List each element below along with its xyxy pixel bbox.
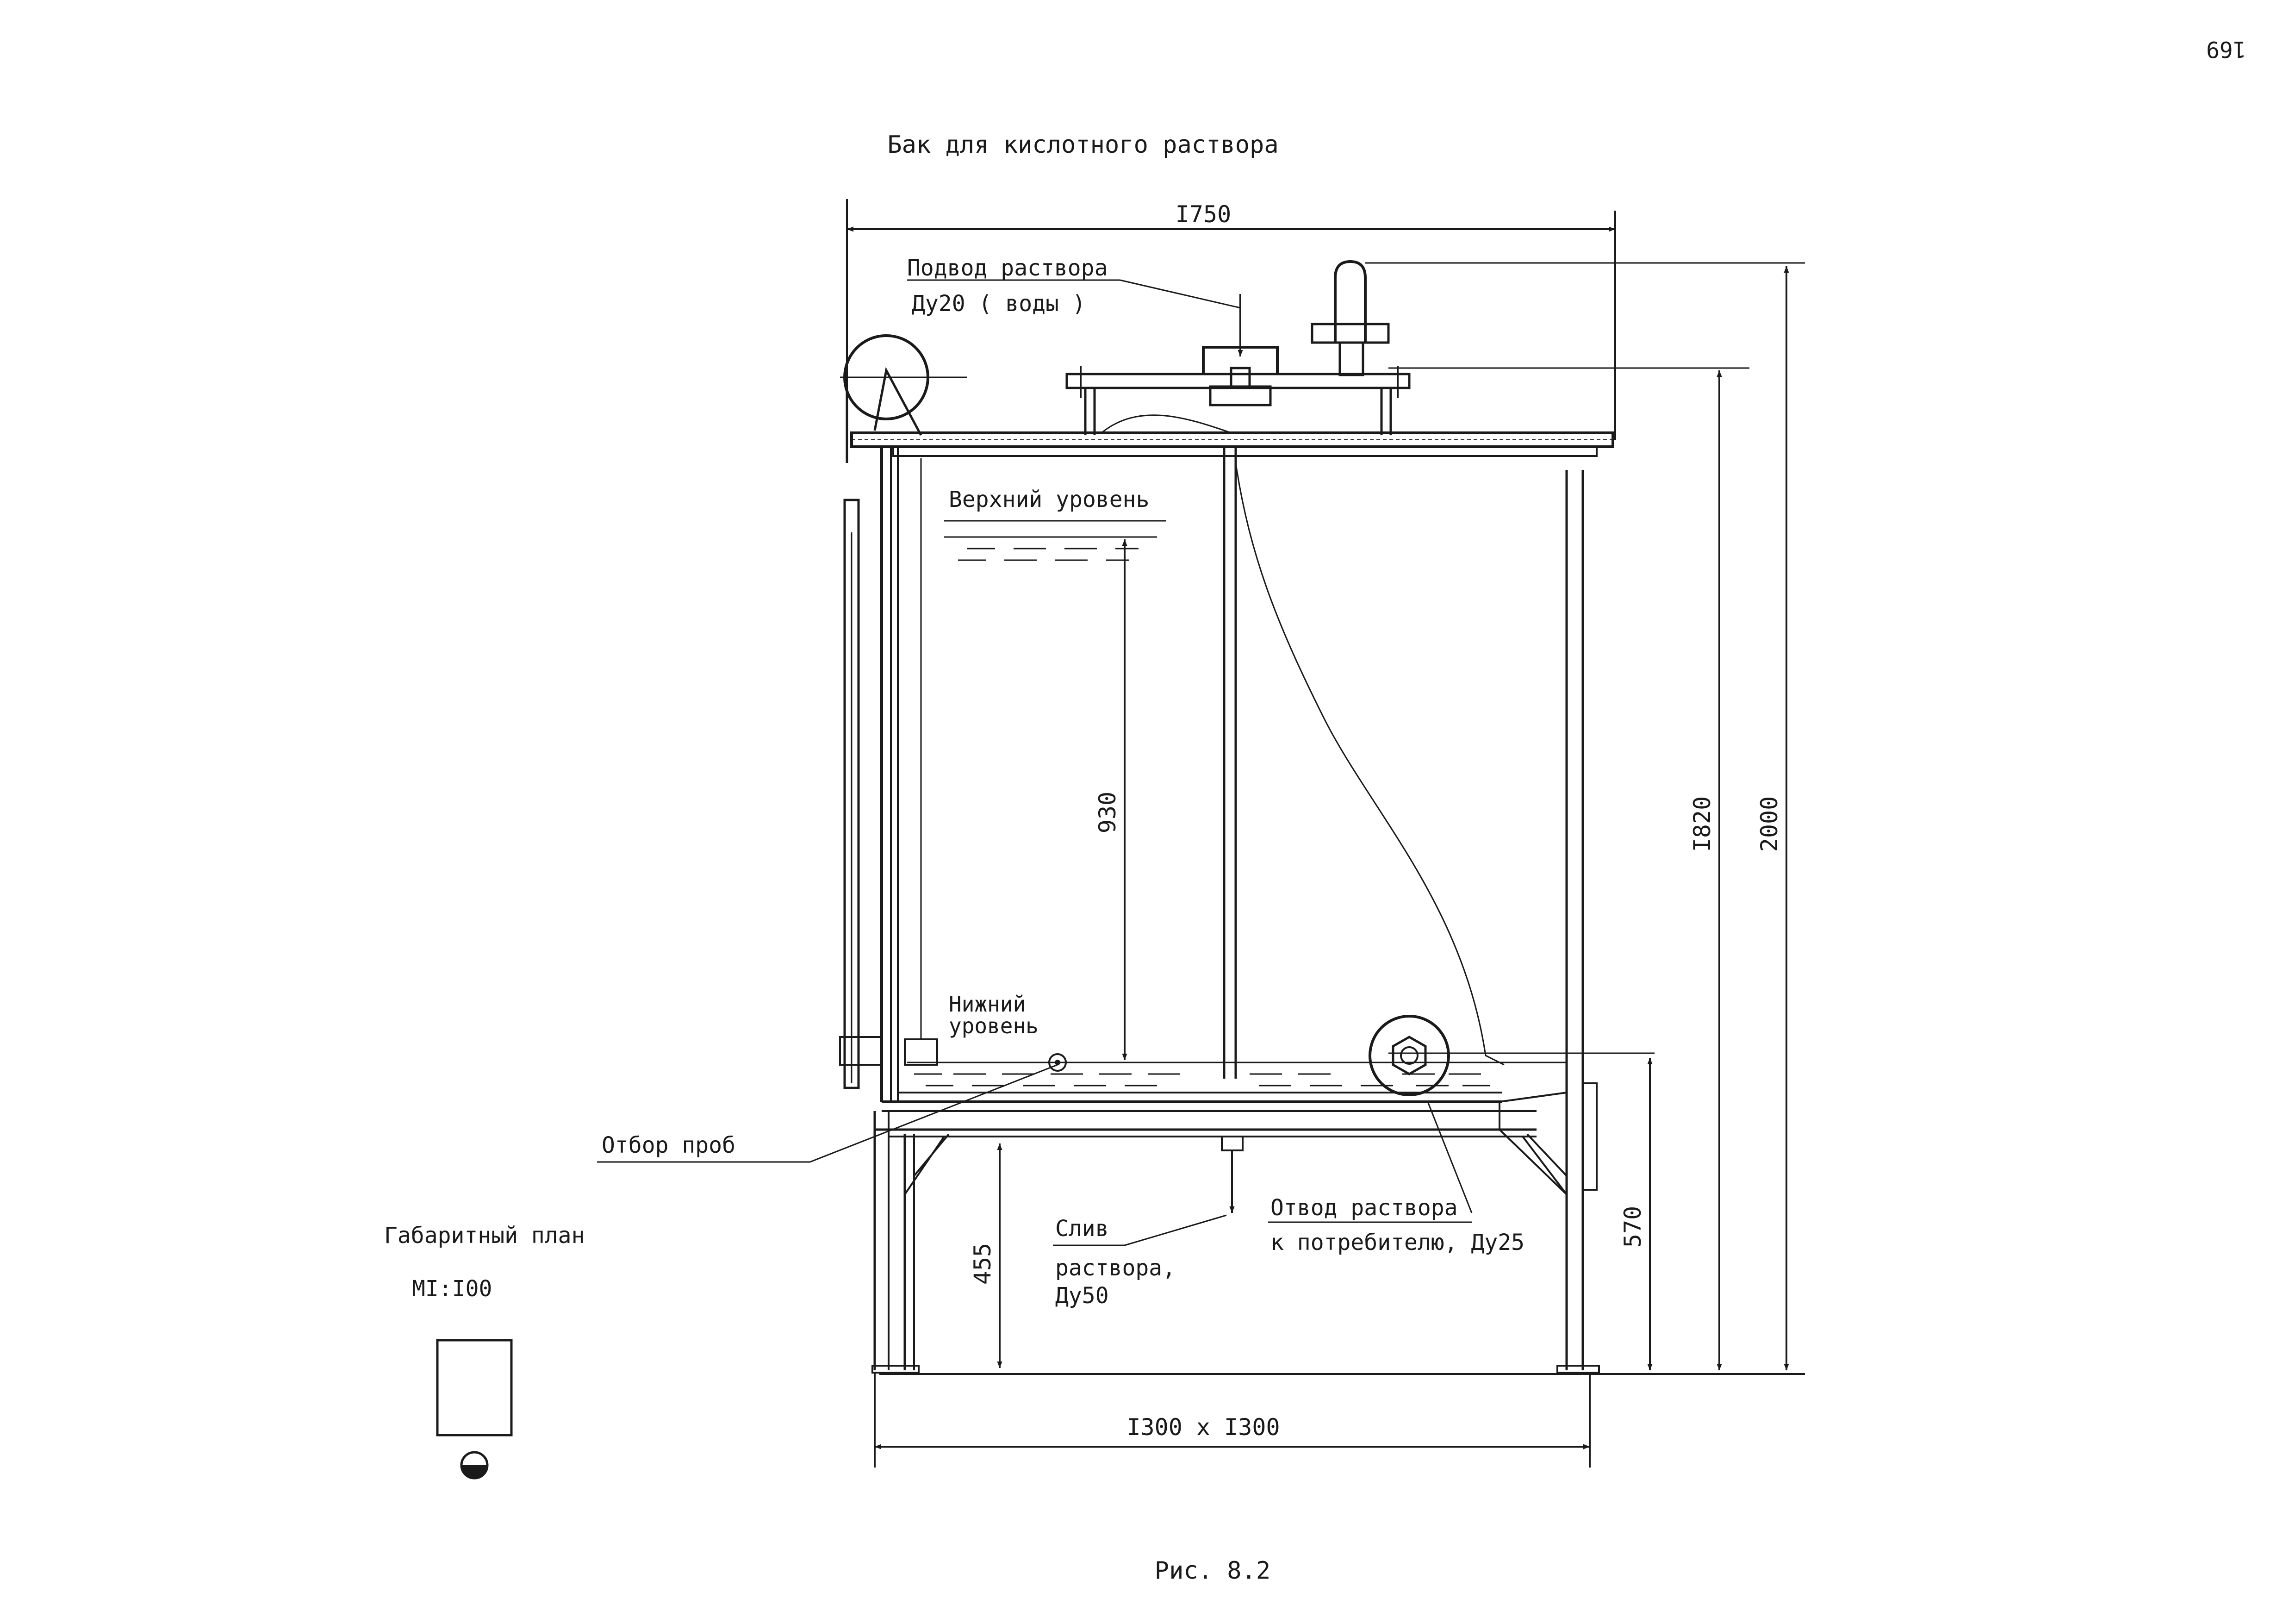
tank-lid: [1065, 346, 1411, 435]
supply-label-group: Подвод раствора Ду20 ( воды ): [907, 255, 1243, 356]
page-number: 169: [2206, 36, 2246, 62]
support-frame: [871, 1082, 1620, 1375]
drain-label-line3: Ду50: [1055, 1283, 1109, 1309]
footprint-plan: Габаритный план МI:I00: [384, 1223, 585, 1480]
lower-level-label-line1: Нижний: [949, 992, 1026, 1017]
bottom-liquid-hatching: [907, 1062, 1567, 1087]
dimension-overall-height: 2000: [1620, 266, 1805, 1375]
dimension-tank-height: I820: [1388, 367, 1749, 1370]
lower-level-group: Нижний уровень: [949, 992, 1071, 1072]
drain-label-line2: раствора,: [1055, 1255, 1176, 1281]
drawing-title: Бак для кислотного раствора: [887, 131, 1278, 159]
dim-overall-height: 2000: [1756, 796, 1783, 852]
figure-caption: Рис. 8.2: [1155, 1557, 1270, 1585]
dimension-overall-width: I750: [846, 199, 1616, 440]
dim-overall-width: I750: [1176, 201, 1231, 228]
plan-title: Габаритный план: [384, 1223, 585, 1249]
dim-tank-height: I820: [1689, 796, 1716, 852]
dim-outlet-height: 570: [1619, 1206, 1646, 1248]
dim-footprint: I300 x I300: [1126, 1414, 1280, 1441]
supply-label-line1: Подвод раствора: [907, 255, 1108, 281]
vent-pipe: [1311, 260, 1805, 376]
sampling-group: Отбор проб: [597, 1064, 1058, 1163]
outlet-label-group: Отвод раствора к потребителю, Ду25: [1268, 1195, 1524, 1255]
dimension-outlet-height: 570: [1619, 1058, 1653, 1370]
outlet-valve: [1369, 1015, 1655, 1213]
outlet-label-line1: Отвод раствора: [1270, 1195, 1458, 1221]
dimension-leg-height: 455: [969, 1143, 1002, 1368]
upper-level-group: Верхний уровень: [944, 487, 1166, 561]
dim-leg-height: 455: [969, 1243, 996, 1285]
tank-roof: [850, 414, 1614, 457]
outlet-label-line2: к потребителю, Ду25: [1270, 1230, 1524, 1255]
supply-label-line2: Ду20 ( воды ): [912, 291, 1086, 317]
dimension-level-span: 930: [1094, 539, 1127, 1060]
lower-level-label-line2: уровень: [949, 1013, 1039, 1038]
dimension-footprint: I300 x I300: [874, 1373, 1591, 1468]
tank-shell: [839, 447, 1584, 1370]
sampling-label: Отбор проб: [602, 1132, 735, 1158]
dim-level-span: 930: [1094, 792, 1121, 833]
level-gauge-pulley: [840, 334, 967, 463]
plan-scale: МI:I00: [412, 1276, 492, 1302]
drain-group: Слив раствора, Ду50: [1053, 1150, 1235, 1309]
upper-level-label: Верхний уровень: [949, 487, 1149, 512]
drain-label-line1: Слив: [1055, 1216, 1109, 1242]
